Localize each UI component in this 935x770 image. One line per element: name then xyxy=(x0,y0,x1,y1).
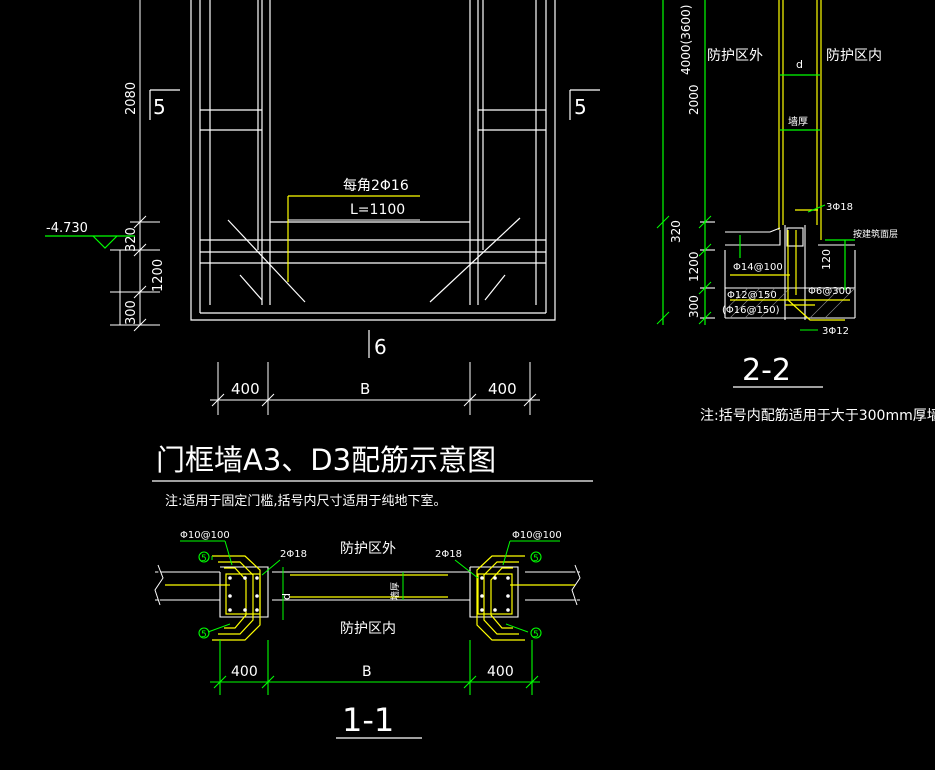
s11-dim-mid: B xyxy=(362,664,372,680)
section-2-2 xyxy=(656,0,856,388)
dim-300: 300 xyxy=(124,300,139,325)
s22-top-dim: 4000(3600) xyxy=(679,5,693,75)
elevation-level: -4.730 xyxy=(46,221,88,236)
s22-d-label: d xyxy=(796,58,803,71)
bottom-dim-mid: B xyxy=(360,380,370,398)
s11-outside-label: 防护区外 xyxy=(340,541,396,557)
s22-inside-label: 防护区内 xyxy=(826,48,882,64)
elevation-bottom-dims xyxy=(210,362,540,415)
elevation-drawing xyxy=(190,0,556,321)
s22-dim-1200: 1200 xyxy=(687,251,701,282)
section-marker-5 xyxy=(149,89,600,120)
corner-rebar-lines xyxy=(287,195,420,282)
bottom-dim-right: 400 xyxy=(488,380,517,398)
dim-1200: 1200 xyxy=(151,259,166,292)
s22-rebar-a: Φ14@100 xyxy=(733,262,783,273)
s11-circle-mark-1: 5 xyxy=(201,554,207,564)
section-mark-5-right: 5 xyxy=(574,95,587,119)
s22-outside-label: 防护区外 xyxy=(707,48,763,64)
s11-dim-right: 400 xyxy=(487,664,514,680)
s11-circle-mark-4: 5 xyxy=(533,630,539,640)
s11-circle-mark-2: 5 xyxy=(201,630,207,640)
s22-title: 2-2 xyxy=(742,353,791,388)
s22-rebar-c: Φ6@300 xyxy=(808,286,851,297)
section-mark-5-left: 5 xyxy=(153,95,166,119)
s22-rebar-b2: (Φ16@150) xyxy=(722,305,780,316)
s22-rebar-top: 3Φ18 xyxy=(826,202,853,213)
s11-title: 1-1 xyxy=(342,701,394,739)
s22-floor-note: 按建筑面层 xyxy=(853,228,898,240)
main-title: 门框墙A3、D3配筋示意图 xyxy=(156,443,496,477)
s22-dim-120: 120 xyxy=(820,249,833,270)
dim-320: 320 xyxy=(124,227,139,252)
corner-rebar-label-1: 每角2Φ16 xyxy=(343,178,409,194)
s22-dim-300: 300 xyxy=(687,295,701,318)
s22-rebar-d: 3Φ12 xyxy=(822,326,849,337)
s11-bar-left: 2Φ18 xyxy=(280,549,307,560)
s11-d-label: d xyxy=(280,593,293,600)
s11-rebar-left: Φ10@100 xyxy=(180,530,230,541)
s11-circle-mark-3: 5 xyxy=(533,554,539,564)
s11-rebar-right: Φ10@100 xyxy=(512,530,562,541)
s22-wall-label: 墙厚 xyxy=(788,115,808,128)
bottom-dim-left: 400 xyxy=(231,380,260,398)
section-1-1 xyxy=(154,540,581,739)
main-note: 注:适用于固定门槛,括号内尺寸适用于纯地下室。 xyxy=(165,493,447,509)
elevation-dim-chain xyxy=(110,0,160,332)
s22-dim-2000: 2000 xyxy=(687,84,701,115)
section-mark-6: 6 xyxy=(374,335,387,359)
s22-note: 注:括号内配筋适用于大于300mm厚墙体。 xyxy=(700,407,935,424)
corner-rebar-label-2: L=1100 xyxy=(350,202,405,218)
s11-bar-right: 2Φ18 xyxy=(435,549,462,560)
s11-inside-label: 防护区内 xyxy=(340,621,396,637)
s11-wall-label: 墙厚 xyxy=(389,582,401,600)
s22-rebar-b: Φ12@150 xyxy=(727,290,777,301)
s22-dim-320: 320 xyxy=(669,220,683,243)
s11-dim-left: 400 xyxy=(231,664,258,680)
elevation-level-mark xyxy=(45,235,135,249)
dim-2080: 2080 xyxy=(124,82,139,115)
